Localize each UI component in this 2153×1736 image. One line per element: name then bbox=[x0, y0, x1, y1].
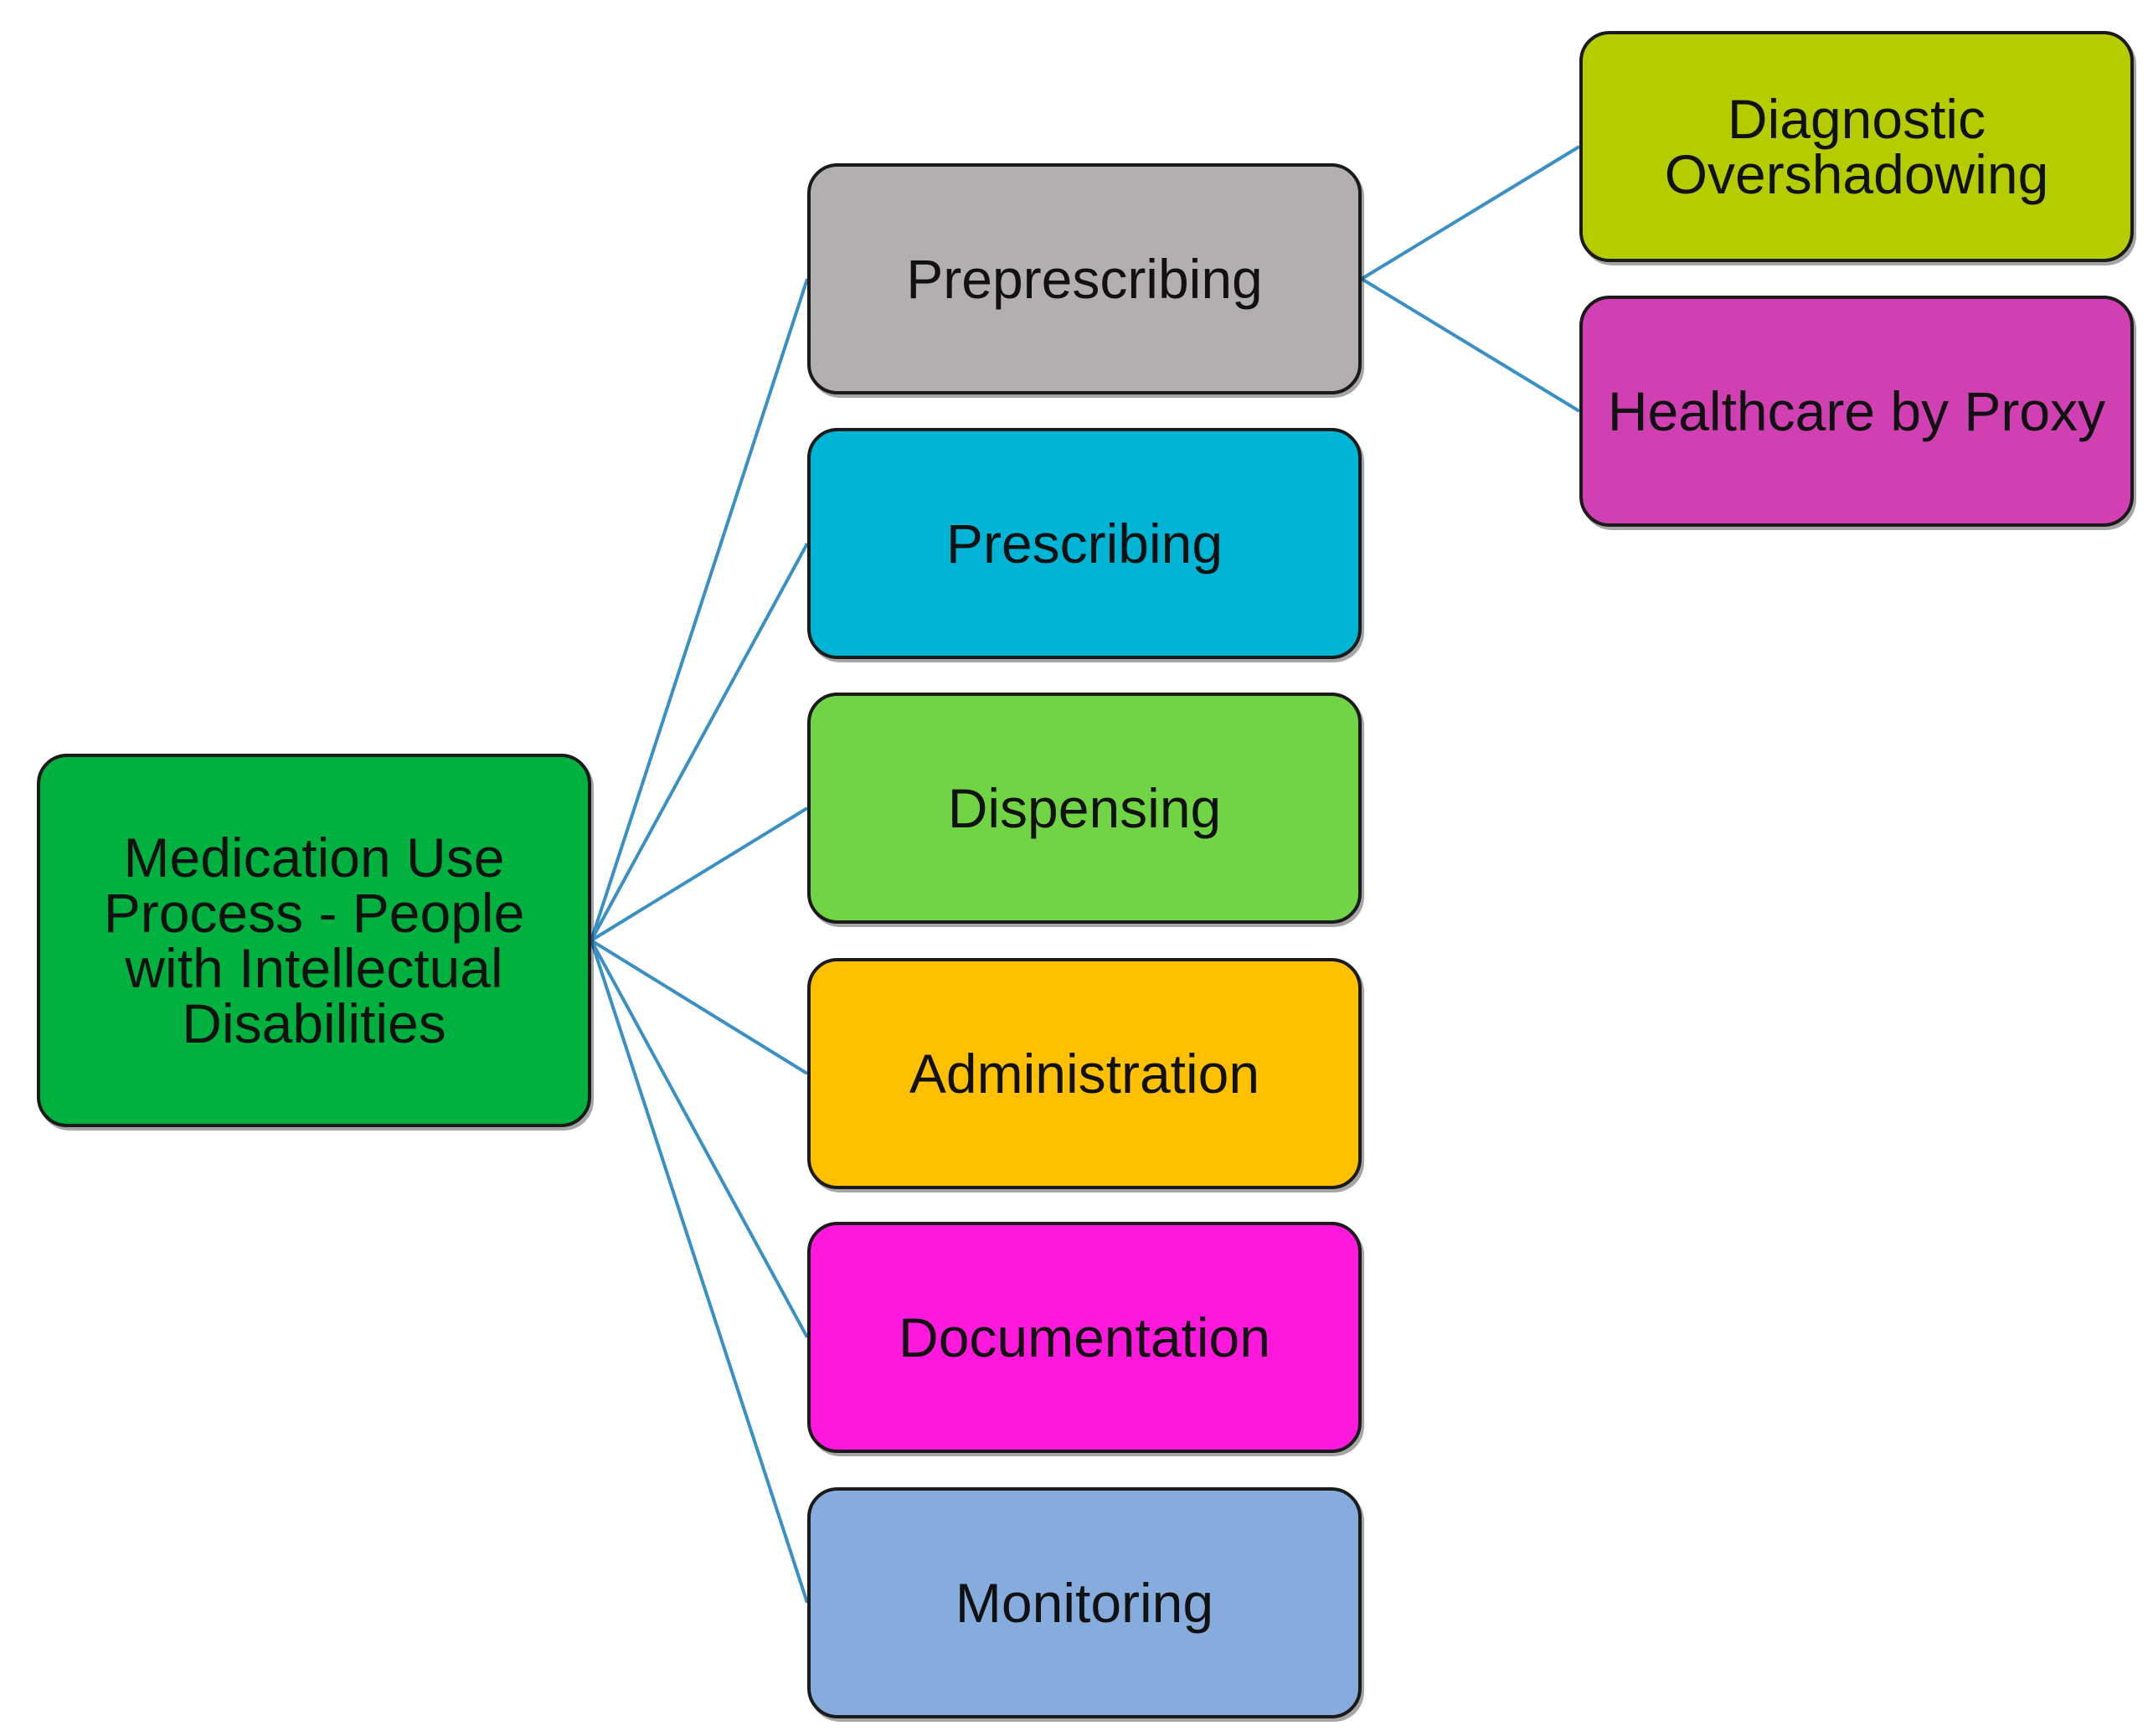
child-node-healthcare-by-proxy: Healthcare by Proxy bbox=[1579, 296, 2134, 527]
stage-label-monitoring: Monitoring bbox=[955, 1572, 1214, 1634]
root-node-label: Medication Use Process - People with Int… bbox=[103, 827, 525, 1054]
stage-node-prescribing: Prescribing bbox=[807, 428, 1362, 659]
connector-root-to-dispensing bbox=[590, 806, 809, 942]
stage-node-preprescribing: Preprescribing bbox=[807, 163, 1362, 394]
connector-root-to-administration bbox=[590, 939, 809, 1075]
connector-preprescribing-to-healthcare-by-proxy bbox=[1360, 277, 1581, 413]
stage-label-dispensing: Dispensing bbox=[947, 777, 1222, 839]
stage-label-prescribing: Prescribing bbox=[945, 513, 1223, 574]
stage-node-administration: Administration bbox=[807, 958, 1362, 1189]
root-node-medication-use-process: Medication Use Process - People with Int… bbox=[37, 754, 591, 1127]
connector-root-to-documentation bbox=[590, 940, 809, 1338]
stage-label-preprescribing: Preprescribing bbox=[906, 248, 1263, 310]
stage-label-documentation: Documentation bbox=[899, 1306, 1270, 1368]
child-label-diagnostic-overshadowing: Diagnostic Overshadowing bbox=[1664, 88, 2049, 205]
connector-preprescribing-to-diagnostic-overshadowing bbox=[1360, 145, 1581, 281]
stage-node-documentation: Documentation bbox=[807, 1222, 1362, 1453]
connector-root-to-monitoring bbox=[590, 940, 809, 1604]
stage-label-administration: Administration bbox=[909, 1043, 1260, 1105]
connector-root-to-preprescribing bbox=[590, 278, 809, 941]
child-label-healthcare-by-proxy: Healthcare by Proxy bbox=[1607, 380, 2106, 442]
connector-root-to-prescribing bbox=[590, 543, 809, 941]
stage-node-monitoring: Monitoring bbox=[807, 1487, 1362, 1718]
stage-node-dispensing: Dispensing bbox=[807, 693, 1362, 924]
child-node-diagnostic-overshadowing: Diagnostic Overshadowing bbox=[1579, 31, 2134, 262]
